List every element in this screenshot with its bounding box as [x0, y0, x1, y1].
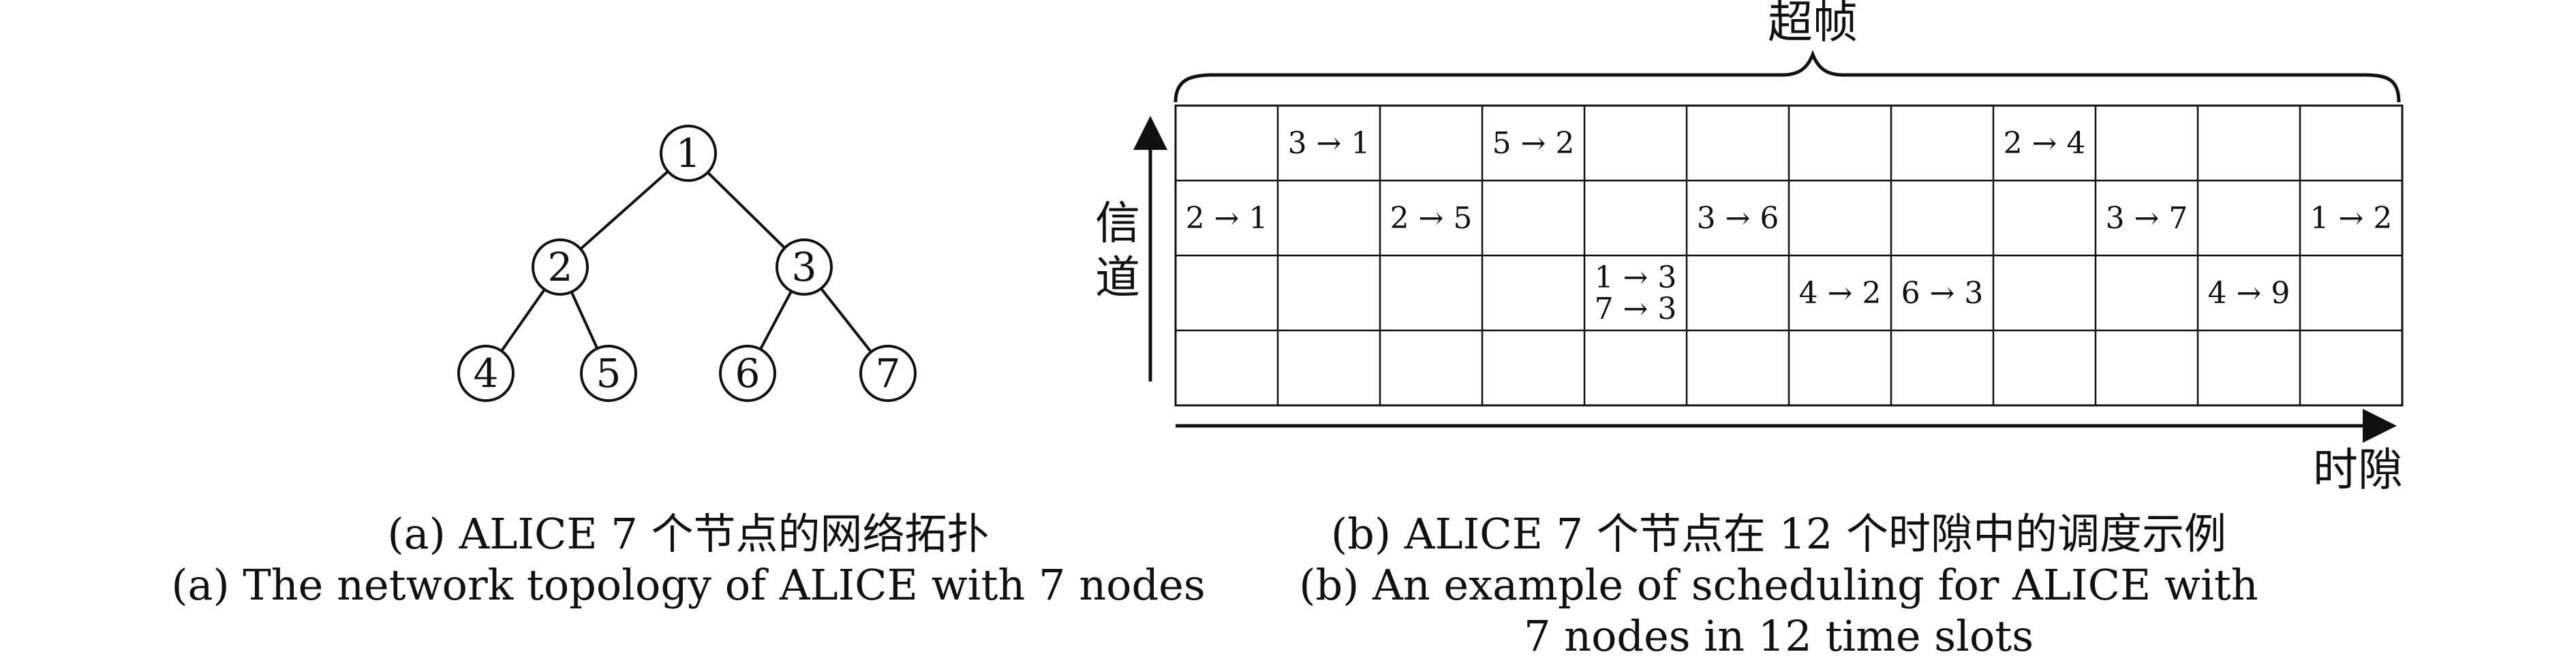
cell-transmission-label: 2 → 4: [2004, 126, 2086, 161]
cell-transmission-label: 2 → 5: [1390, 201, 1473, 236]
schedule-cell: 4 → 2: [1799, 276, 1882, 311]
node-5: 5: [580, 345, 637, 402]
cell-transmission-label: 1 → 2: [2310, 201, 2393, 236]
edge-2-4: [500, 288, 546, 352]
schedule-cell: 3 → 1: [1288, 126, 1370, 161]
node-label: 4: [474, 350, 499, 397]
schedule-cell: 2 → 4: [2004, 126, 2086, 161]
cell-transmission-label: 3 → 6: [1697, 201, 1779, 236]
superframe-label: 超帧: [1768, 0, 1858, 48]
tree-nodes: 1 2 3 4 5 6 7: [457, 125, 917, 402]
superframe-brace: [1174, 50, 2401, 103]
channel-axis-label-char-1: 信: [1095, 197, 1140, 249]
schedule-grid: [1174, 104, 2404, 407]
caption-a-chinese: (a) ALICE 7 个节点的网络拓扑: [387, 509, 989, 559]
caption-b-english-line-2: 7 nodes in 12 time slots: [1524, 611, 2034, 661]
schedule-cell: 1 → 2: [2310, 201, 2393, 236]
schedule-diagram: 超帧 信 道 时隙 3 → 1 5 → 2 2 → 4 2 → 1 2 → 5 3 → 6…: [1095, 0, 2404, 496]
node-2: 2: [532, 238, 589, 296]
node-4: 4: [457, 345, 515, 402]
node-3: 3: [776, 238, 833, 296]
node-circle: [719, 345, 776, 402]
node-7: 7: [859, 345, 917, 402]
edge-2-5: [570, 291, 599, 350]
edge-1-3: [707, 171, 786, 249]
cell-transmission-label: 6 → 3: [1901, 276, 1984, 311]
node-circle: [580, 345, 637, 402]
schedule-cell: 5 → 2: [1492, 126, 1575, 161]
schedule-cell: 3 → 6: [1697, 201, 1779, 236]
node-6: 6: [719, 345, 776, 402]
node-label: 6: [735, 350, 761, 397]
node-circle: [532, 238, 589, 296]
schedule-cell: 4 → 9: [2208, 276, 2290, 311]
cell-transmission-label: 1 → 3: [1595, 260, 1677, 295]
caption-b-chinese: (b) ALICE 7 个节点在 12 个时隙中的调度示例: [1331, 509, 2226, 559]
schedule-cell: 3 → 7: [2106, 201, 2188, 236]
node-circle: [776, 238, 833, 296]
schedule-cells: 3 → 1 5 → 2 2 → 4 2 → 1 2 → 5 3 → 6 3 → 7 1 → 2…: [1186, 126, 2393, 326]
node-label: 2: [548, 244, 573, 290]
timeslot-axis-label: 时隙: [2313, 444, 2403, 496]
schedule-cell: 2 → 5: [1390, 201, 1473, 236]
caption-a-english: (a) The network topology of ALICE with 7…: [171, 560, 1205, 610]
schedule-cell: 6 → 3: [1901, 276, 1984, 311]
node-circle: [457, 345, 515, 402]
edge-3-7: [820, 288, 872, 353]
node-label: 3: [792, 244, 817, 290]
node-label: 7: [876, 350, 901, 397]
cell-transmission-label: 3 → 1: [1288, 126, 1370, 161]
node-circle: [660, 125, 717, 182]
node-label: 5: [596, 350, 622, 397]
edge-1-2: [579, 170, 669, 250]
cell-transmission-label: 4 → 9: [2208, 276, 2290, 311]
tree-edges: [500, 170, 872, 353]
node-circle: [859, 345, 917, 402]
cell-transmission-label: 4 → 2: [1799, 276, 1882, 311]
caption-b-english-line-1: (b) An example of scheduling for ALICE w…: [1299, 560, 2258, 610]
channel-axis-label-char-2: 道: [1095, 251, 1140, 304]
cell-transmission-label: 2 → 1: [1186, 201, 1268, 236]
captions: (a) ALICE 7 个节点的网络拓扑 (a) The network top…: [171, 509, 2258, 661]
cell-transmission-label: 7 → 3: [1595, 292, 1677, 326]
cell-transmission-label: 5 → 2: [1492, 126, 1575, 161]
schedule-cell: 1 → 37 → 3: [1595, 260, 1677, 326]
cell-transmission-label: 3 → 7: [2106, 201, 2188, 236]
network-topology-tree: 1 2 3 4 5 6 7: [457, 125, 917, 402]
edge-3-6: [759, 290, 793, 350]
schedule-cell: 2 → 1: [1186, 201, 1268, 236]
node-label: 1: [676, 130, 701, 176]
node-1: 1: [660, 125, 717, 182]
